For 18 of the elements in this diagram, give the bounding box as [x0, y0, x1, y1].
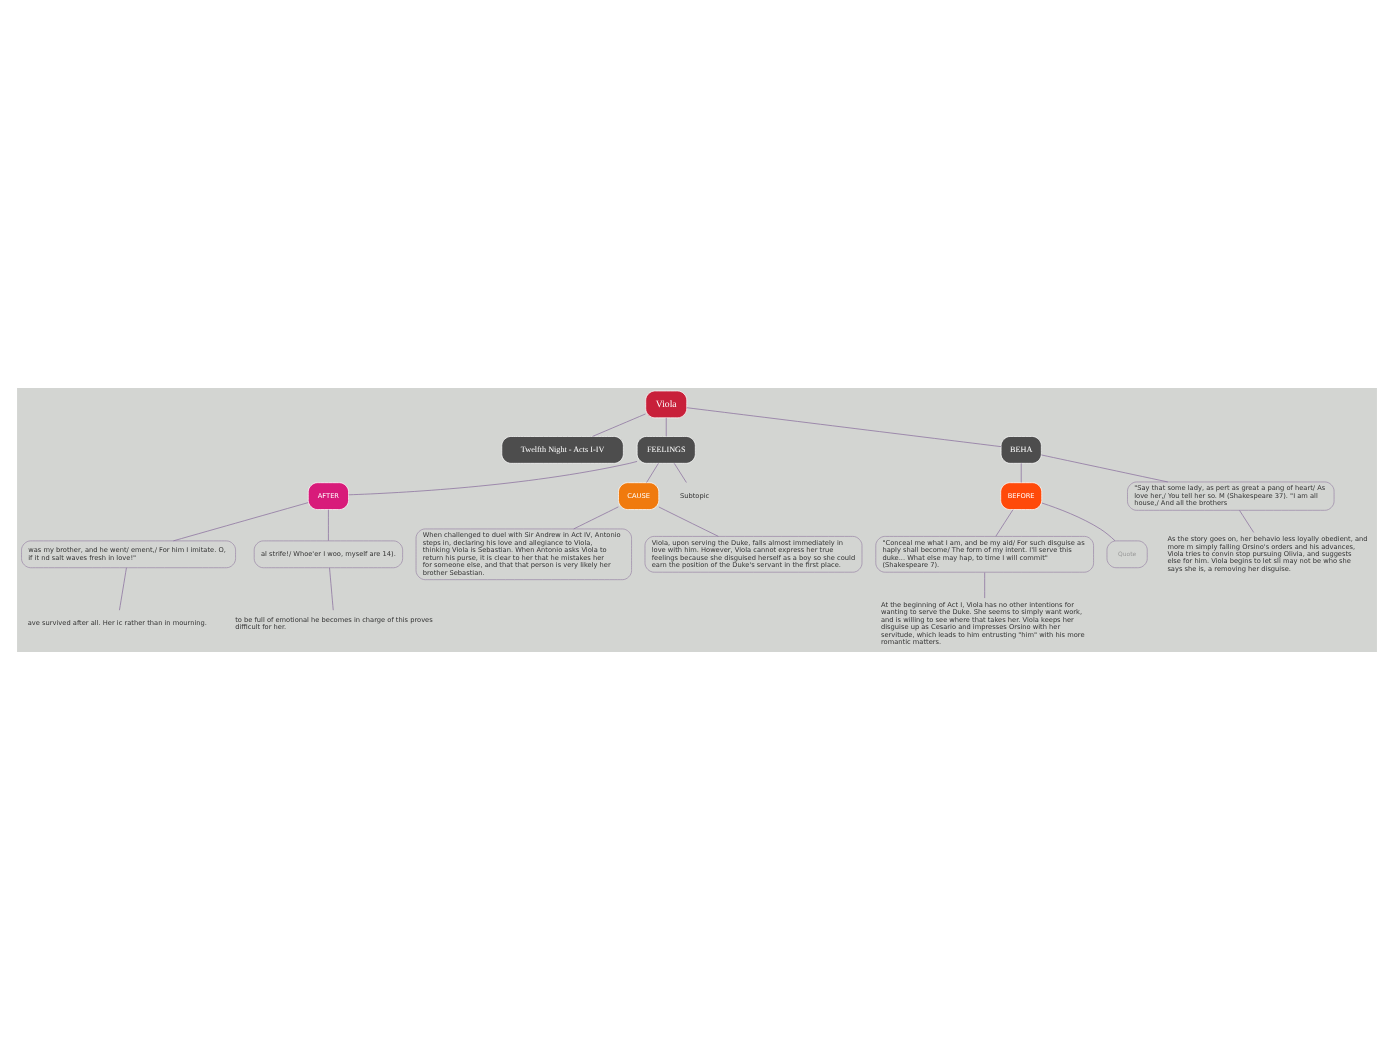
connector — [665, 417, 667, 437]
connector — [1041, 454, 1169, 483]
connector — [995, 509, 1014, 537]
connector — [1041, 502, 1116, 542]
connector — [1239, 509, 1255, 533]
connector — [329, 567, 334, 611]
connector — [984, 572, 986, 599]
connector — [592, 413, 646, 437]
connector — [348, 461, 638, 496]
connector — [119, 567, 127, 611]
connector — [686, 407, 1002, 448]
connector — [573, 506, 619, 530]
connector — [646, 462, 659, 483]
connector — [673, 462, 687, 483]
connector — [328, 509, 329, 542]
connector — [173, 502, 309, 542]
connector — [1020, 462, 1022, 483]
connector — [658, 506, 719, 537]
